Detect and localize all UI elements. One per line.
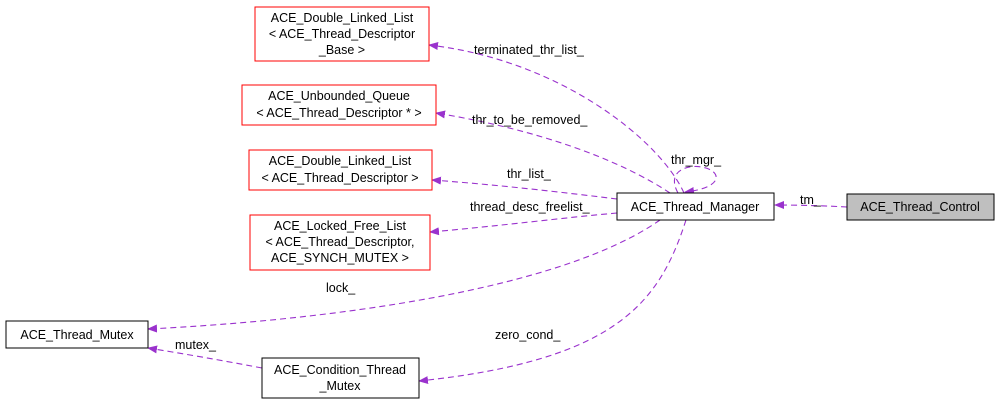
edge-terminated-thr-list: terminated_thr_list_ — [428, 42, 685, 194]
edge-label-lock: lock_ — [326, 281, 356, 295]
edge-thread-desc-freelist: thread_desc_freelist_ — [429, 200, 618, 236]
edge-label-thr-list: thr_list_ — [507, 167, 552, 181]
edge-label-thr-mgr: thr_mgr_ — [671, 153, 722, 167]
node-line: ACE_Thread_Manager — [631, 200, 760, 214]
node-line: ACE_Double_Linked_List — [269, 154, 412, 168]
node-line: < ACE_Thread_Descriptor, — [265, 235, 414, 249]
node-line: ACE_Double_Linked_List — [271, 11, 414, 25]
node-line: ACE_Unbounded_Queue — [268, 89, 410, 103]
edge-label-mutex: mutex_ — [175, 338, 217, 352]
node-unbounded-queue[interactable]: ACE_Unbounded_Queue < ACE_Thread_Descrip… — [241, 84, 437, 126]
node-line: _Mutex — [319, 379, 362, 393]
node-line: ACE_Condition_Thread — [274, 363, 406, 377]
node-thread-mutex[interactable]: ACE_Thread_Mutex — [5, 320, 149, 349]
edge-label-terminated-thr-list: terminated_thr_list_ — [474, 43, 585, 57]
node-line: < ACE_Thread_Descriptor — [269, 27, 415, 41]
edge-thr-list: thr_list_ — [431, 167, 618, 200]
edge-thr-to-be-removed: thr_to_be_removed_ — [435, 110, 671, 194]
edge-mutex: mutex_ — [147, 338, 263, 369]
node-line: _Base > — [318, 43, 365, 57]
node-double-linked-list-desc[interactable]: ACE_Double_Linked_List < ACE_Thread_Desc… — [248, 149, 433, 191]
node-condition-thread-mutex[interactable]: ACE_Condition_Thread _Mutex — [261, 357, 420, 399]
edge-label-thread-desc-freelist: thread_desc_freelist_ — [470, 200, 591, 214]
node-thread-manager[interactable]: ACE_Thread_Manager — [616, 192, 775, 221]
node-thread-control[interactable]: ACE_Thread_Control — [846, 193, 995, 221]
node-double-linked-list-base[interactable]: ACE_Double_Linked_List < ACE_Thread_Desc… — [254, 6, 430, 62]
node-line: ACE_Thread_Control — [860, 200, 980, 214]
edge-lock: lock_ — [147, 219, 661, 333]
edge-label-tm: tm_ — [800, 193, 822, 207]
edge-label-thr-to-be-removed: thr_to_be_removed_ — [472, 113, 588, 127]
node-line: < ACE_Thread_Descriptor * > — [256, 106, 421, 120]
edge-zero-cond: zero_cond_ — [418, 219, 687, 385]
node-locked-free-list[interactable]: ACE_Locked_Free_List < ACE_Thread_Descri… — [249, 214, 431, 271]
node-line: ACE_Locked_Free_List — [274, 219, 407, 233]
node-line: < ACE_Thread_Descriptor > — [261, 171, 418, 185]
node-line: ACE_SYNCH_MUTEX > — [271, 251, 409, 265]
node-line: ACE_Thread_Mutex — [20, 328, 134, 342]
edge-label-zero-cond: zero_cond_ — [495, 328, 561, 342]
edge-thr-mgr: thr_mgr_ — [671, 153, 722, 196]
edge-tm: tm_ — [774, 193, 848, 210]
